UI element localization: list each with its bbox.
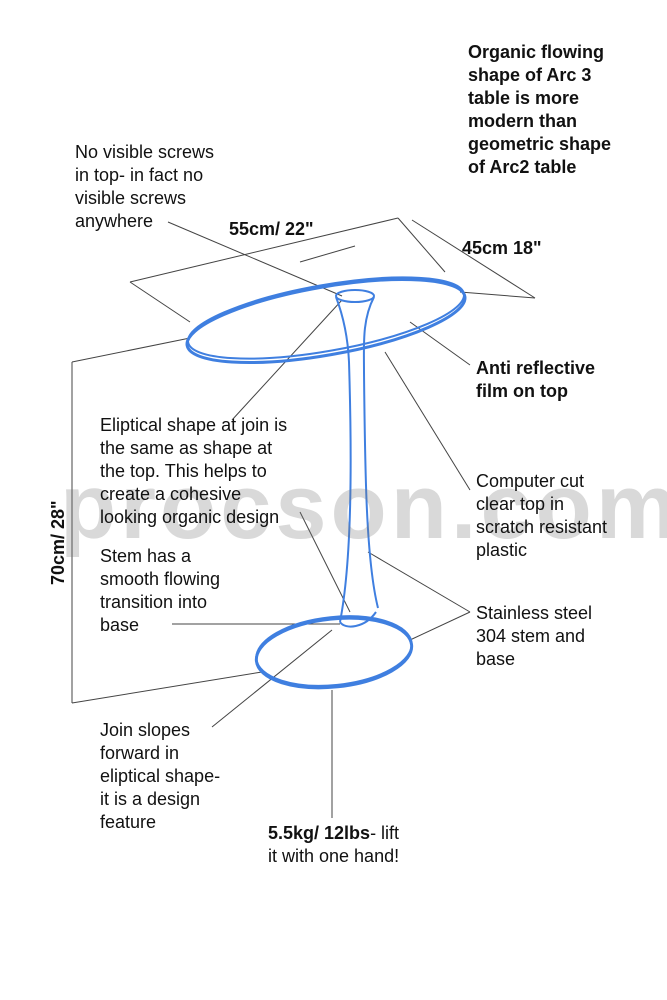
watermark: procson.com: [60, 456, 667, 558]
weight-value: 5.5kg/ 12lbs: [268, 823, 371, 843]
anti-reflective-leader: [409, 321, 471, 366]
depth-dimension-label: 45cm 18": [462, 238, 542, 258]
stainless-leader-bottom: [409, 611, 471, 641]
eliptical-shape-note: Eliptical shape at join is the same as s…: [100, 415, 288, 527]
screws-leader: [167, 221, 343, 297]
height-extension-top: [71, 337, 191, 363]
width-dimension-label: 55cm/ 22": [229, 219, 314, 239]
stainless-steel-note: Stainless steel 304 stem and base: [476, 603, 593, 669]
weight-note: 5.5kg/ 12lbs- lift it with one hand!: [268, 822, 399, 868]
table-base: [254, 615, 414, 690]
table-top: [185, 276, 467, 364]
stem-transition-note: Stem has a smooth flowing transition int…: [100, 546, 221, 635]
depth-extension: [459, 291, 536, 299]
no-screws-note: No visible screws in top- in fact no vis…: [75, 142, 215, 231]
width-extension-right: [397, 217, 446, 273]
stainless-leader-top: [367, 551, 471, 613]
join-slopes-note: Join slopes forward in eliptical shape- …: [100, 720, 221, 832]
computer-cut-leader: [384, 351, 471, 491]
organic-shape-note: Organic flowing shape of Arc 3 table is …: [468, 42, 612, 177]
weight-line-2: it with one hand!: [268, 846, 400, 866]
width-dimension-line: [129, 217, 399, 283]
eliptical-leader-bottom: [299, 511, 351, 613]
table-stem: [335, 289, 379, 628]
depth-dimension-line: [411, 219, 536, 299]
height-extension-bottom: [71, 671, 263, 704]
height-dimension-label: 70cm/ 28": [48, 500, 68, 585]
anti-reflective-note: Anti reflective film on top: [476, 358, 596, 401]
computer-cut-note: Computer cut clear top in scratch resist…: [476, 471, 608, 560]
weight-suffix: - lift: [370, 823, 400, 843]
width-mid-line: [299, 245, 356, 263]
width-extension-left: [129, 281, 191, 323]
